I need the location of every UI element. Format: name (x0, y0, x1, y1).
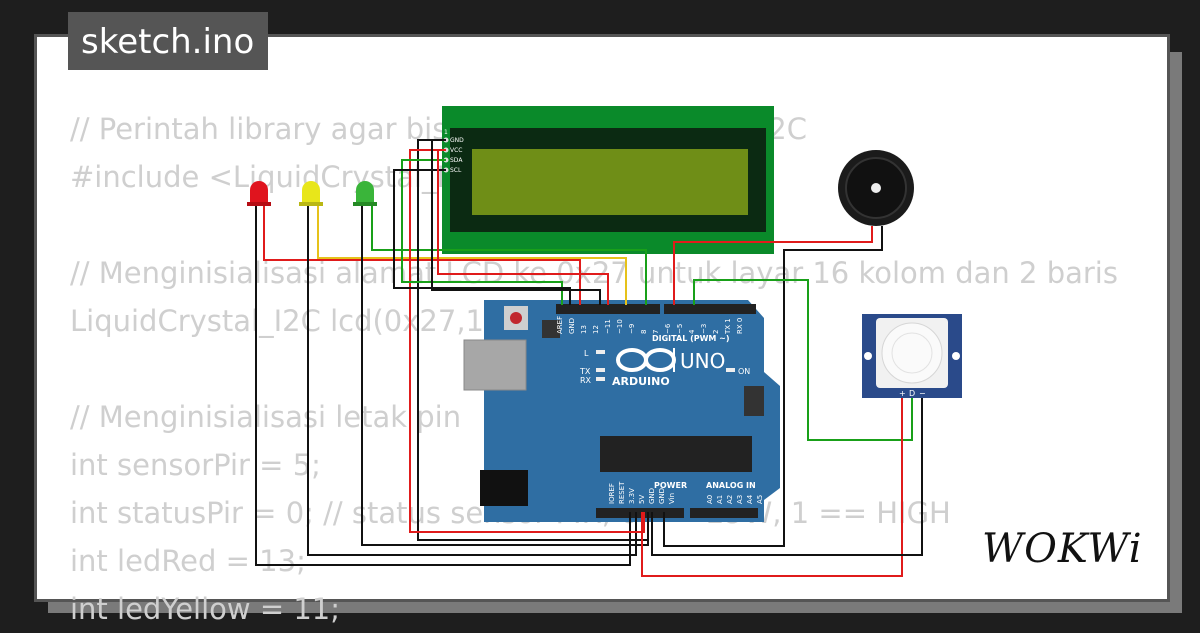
top-pin-label: 2 (712, 330, 720, 334)
top-pin-label: 12 (592, 325, 600, 334)
tx-label: TX (579, 367, 591, 376)
wokwi-logo: WOKWi (978, 526, 1147, 572)
board-model: UNO (680, 349, 725, 373)
wire-red-led-gnd (255, 206, 631, 566)
top-pin-label: 8 (640, 330, 648, 334)
power-pin-label: IOREF (608, 483, 616, 504)
wire-yellow-led-gnd (307, 206, 637, 556)
power-jack (480, 470, 528, 506)
top-pin-label: ~6 (664, 323, 672, 334)
analog-pin-label: A3 (736, 495, 744, 504)
atmega-chip (600, 436, 752, 472)
top-pin-label: GND (568, 318, 576, 334)
usb-port (463, 339, 527, 391)
led-red[interactable] (247, 181, 271, 206)
code-line: int ledYellow = 11; (70, 592, 341, 626)
top-pin-label: AREF (556, 316, 564, 334)
pir-pin-label: − (919, 389, 926, 398)
lcd-pin-label: GND (450, 137, 464, 144)
code-line: // Menginisialisasi alamat LCD ke 0x27 u… (70, 256, 1118, 290)
l-label: L (584, 349, 589, 358)
power-pin-label: GND (658, 488, 666, 504)
lcd-pin-label: VCC (450, 147, 462, 154)
wires (255, 139, 923, 577)
wire-yellow-led (317, 206, 627, 305)
wire-lcd-scl (393, 169, 571, 305)
top-pin-label: ~5 (676, 324, 684, 334)
led-yellow[interactable] (299, 181, 323, 206)
buzzer[interactable] (838, 150, 914, 226)
power-label: POWER (654, 481, 687, 490)
lcd-pin-one-label: 1 (444, 129, 448, 136)
on-label: ON (738, 367, 750, 376)
code-line: int ledRed = 13; (70, 544, 306, 578)
digital-label: DIGITAL (PWM ~) (652, 334, 730, 343)
top-pin-label: ~9 (628, 324, 636, 334)
lcd-pin-label: SDA (450, 157, 463, 164)
top-pin-label: ~10 (616, 319, 624, 334)
wire-lcd-vcc (409, 149, 645, 533)
power-pin-label: GND (648, 488, 656, 504)
analog-pin-label: A0 (706, 495, 714, 504)
sketch-title: sketch.ino (68, 12, 269, 70)
top-pin-label: RX 0 (736, 318, 744, 334)
arduino-uno-board[interactable]: UNO ARDUINO DIGITAL (PWM ~) POWER ANALOG… (463, 300, 780, 522)
top-pin-label: ~11 (604, 319, 612, 334)
wire-lcd-vcc-top (437, 149, 609, 305)
lcd-pin-label: SCL (450, 167, 462, 174)
power-pin-label: Vin (668, 493, 676, 504)
pir-pin-label: + (899, 389, 906, 398)
board-brand: ARDUINO (612, 375, 670, 388)
power-pin-label: RESET (618, 481, 626, 504)
power-pin-label: 3.3V (628, 488, 636, 504)
wire-buzzer-pos (663, 226, 883, 547)
wire-pir-data (693, 279, 913, 441)
reset-button (510, 312, 522, 324)
code-line: // Menginisialisasi letak pin (70, 400, 462, 434)
pir-pin-label: D (909, 389, 915, 398)
led-green[interactable] (353, 181, 377, 206)
power-pin-label: 5V (638, 495, 646, 504)
top-pin-label: 7 (652, 330, 660, 334)
wire-lcd-gnd-top (431, 139, 601, 305)
code-line: int sensorPir = 5; (70, 448, 321, 482)
wire-pir-gnd (651, 398, 923, 556)
top-pin-label: ~3 (700, 324, 708, 334)
analog-pin-label: A1 (716, 495, 724, 504)
analog-pin-label: A5 (756, 495, 764, 504)
wire-buzzer-neg (673, 226, 873, 305)
wire-red-led (263, 206, 581, 305)
wire-green-led (371, 206, 647, 305)
top-pin-label: 13 (580, 325, 588, 334)
analog-label: ANALOG IN (706, 481, 756, 490)
analog-pin-label: A4 (746, 494, 754, 504)
rx-label: RX (580, 376, 592, 385)
wire-pir-vcc (641, 398, 903, 577)
pir-motion-sensor[interactable]: +D− (862, 314, 962, 398)
top-pin-label: TX 1 (724, 318, 732, 335)
analog-pin-label: A2 (726, 495, 734, 504)
wire-green-led-gnd (361, 206, 649, 546)
top-pin-label: 4 (688, 329, 696, 334)
